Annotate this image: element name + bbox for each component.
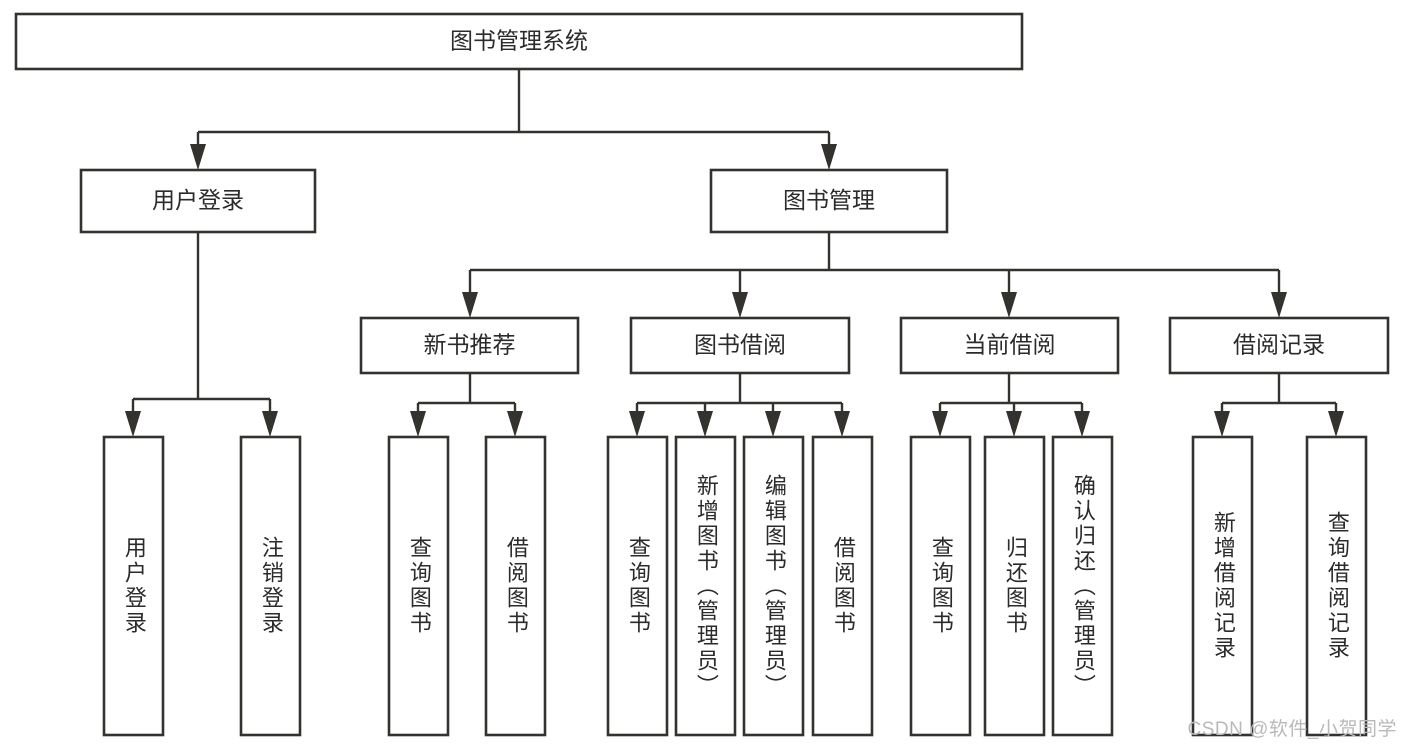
edge-rec-drop-1-arrow-icon [410, 411, 426, 437]
leaf-add-book-admin-box[interactable] [674, 435, 737, 737]
leaf-return-book-box[interactable] [983, 435, 1046, 737]
leaf-user-login-box[interactable] [102, 435, 165, 737]
leaf-borrow-book-box[interactable] [811, 435, 874, 737]
leaf-query-book-cur-box[interactable] [909, 435, 972, 737]
node-book-manage[interactable]: 图书管理 [709, 168, 949, 234]
new-book-recommend-box[interactable] [359, 316, 580, 375]
leaf-query-borrow-record-box[interactable] [1305, 435, 1368, 737]
root-label: 图书管理系统 [450, 28, 588, 54]
leaf-query-book-rec-box[interactable] [387, 435, 450, 737]
leaf-borrow-book-rec-box[interactable] [484, 435, 547, 737]
node-borrow-record[interactable]: 借阅记录 [1168, 316, 1390, 375]
leaf-query-book-borrow-box[interactable] [606, 435, 669, 737]
edge-cur-drop-2-arrow-icon [1006, 411, 1022, 437]
edge-cur-drop-3-arrow-icon [1074, 411, 1090, 437]
edge-book-manage-drop-4-arrow-icon [1271, 292, 1287, 318]
current-borrow-box[interactable] [899, 316, 1120, 375]
edge-rec-drop-2-arrow-icon [507, 411, 523, 437]
leaf-edit-book-admin-box[interactable] [742, 435, 805, 737]
edge-borrow-drop-3-arrow-icon [765, 411, 781, 437]
edge-record-drop-2-arrow-icon [1328, 411, 1344, 437]
node-new-book-recommend[interactable]: 新书推荐 [359, 316, 580, 375]
edge-root-to-book-manage-arrow-icon [821, 144, 837, 170]
node-book-borrow[interactable]: 图书借阅 [629, 316, 851, 375]
new-book-recommend-label: 新书推荐 [424, 332, 516, 358]
user-login-label: 用户登录 [152, 187, 244, 213]
edge-borrow-drop-4-arrow-icon [834, 411, 850, 437]
edge-book-manage-drop-3-arrow-icon [1001, 292, 1017, 318]
leaf-logout-login-box[interactable] [239, 435, 302, 737]
book-manage-label: 图书管理 [783, 187, 875, 213]
edge-root-to-user-login-arrow-icon [190, 144, 206, 170]
edge-record-drop-1-arrow-icon [1214, 411, 1230, 437]
leaf-confirm-return-admin-box[interactable] [1051, 435, 1114, 737]
user-login-box[interactable] [79, 168, 317, 234]
node-user-login[interactable]: 用户登录 [79, 168, 317, 234]
edge-book-manage-drop-1-arrow-icon [462, 292, 478, 318]
book-manage-box[interactable] [709, 168, 949, 234]
edge-book-manage-drop-2-arrow-icon [732, 292, 748, 318]
borrow-record-box[interactable] [1168, 316, 1390, 375]
edge-user-login-drop-1-arrow-icon [125, 411, 141, 437]
book-borrow-box[interactable] [629, 316, 851, 375]
root-box[interactable] [14, 12, 1024, 71]
current-borrow-label: 当前借阅 [964, 332, 1056, 358]
edge-borrow-drop-2-arrow-icon [697, 411, 713, 437]
borrow-record-label: 借阅记录 [1233, 332, 1325, 358]
edge-borrow-drop-1-arrow-icon [629, 411, 645, 437]
node-current-borrow[interactable]: 当前借阅 [899, 316, 1120, 375]
edge-user-login-drop-2-arrow-icon [262, 411, 278, 437]
watermark: CSDN @软件_小贺同学 [1187, 719, 1397, 740]
book-borrow-label: 图书借阅 [694, 332, 786, 358]
node-root[interactable]: 图书管理系统 [14, 12, 1024, 71]
leaf-add-borrow-record-box[interactable] [1191, 435, 1254, 737]
connector-layer [125, 69, 1344, 437]
edge-cur-drop-1-arrow-icon [932, 411, 948, 437]
